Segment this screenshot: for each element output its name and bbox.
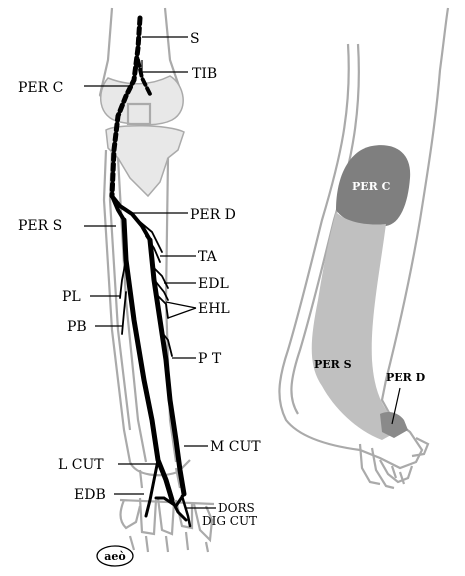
label-per-s: PER S [18, 218, 62, 234]
label-dors: DORS [218, 501, 255, 515]
label-ehl: EHL [198, 301, 230, 317]
per-d-leader [391, 387, 401, 425]
foot-outline [278, 7, 450, 490]
zone-label-per-d: PER D [386, 371, 426, 384]
zone-label-per-s: PER S [314, 358, 352, 371]
zone-per-d [380, 412, 408, 438]
label-pl: PL [62, 289, 81, 305]
label-pb: PB [67, 319, 87, 335]
right-figure-labels: PER C PER S PER D [314, 180, 426, 425]
logo: aeò [96, 545, 134, 567]
label-ta: TA [198, 249, 218, 265]
label-per-c: PER C [18, 80, 63, 96]
nerve-paths [109, 15, 192, 528]
label-pt: P T [198, 351, 222, 367]
zone-per-s [311, 212, 400, 440]
leader-lines [84, 36, 216, 509]
logo-text: aeò [104, 550, 125, 563]
label-edb: EDB [74, 487, 106, 503]
label-dig-cut: DIG CUT [202, 514, 257, 528]
label-edl: EDL [198, 276, 229, 292]
zone-label-per-c: PER C [352, 180, 391, 193]
left-figure-labels: S TIB PER C PER S PER D TA EDL EHL PL PB… [18, 31, 261, 528]
zone-per-c [336, 145, 411, 227]
label-per-d: PER D [190, 207, 236, 223]
sensory-zones [311, 145, 411, 440]
label-l-cut: L CUT [58, 457, 104, 473]
label-m-cut: M CUT [210, 439, 261, 455]
label-tib: TIB [192, 66, 217, 82]
label-s: S [190, 31, 200, 47]
